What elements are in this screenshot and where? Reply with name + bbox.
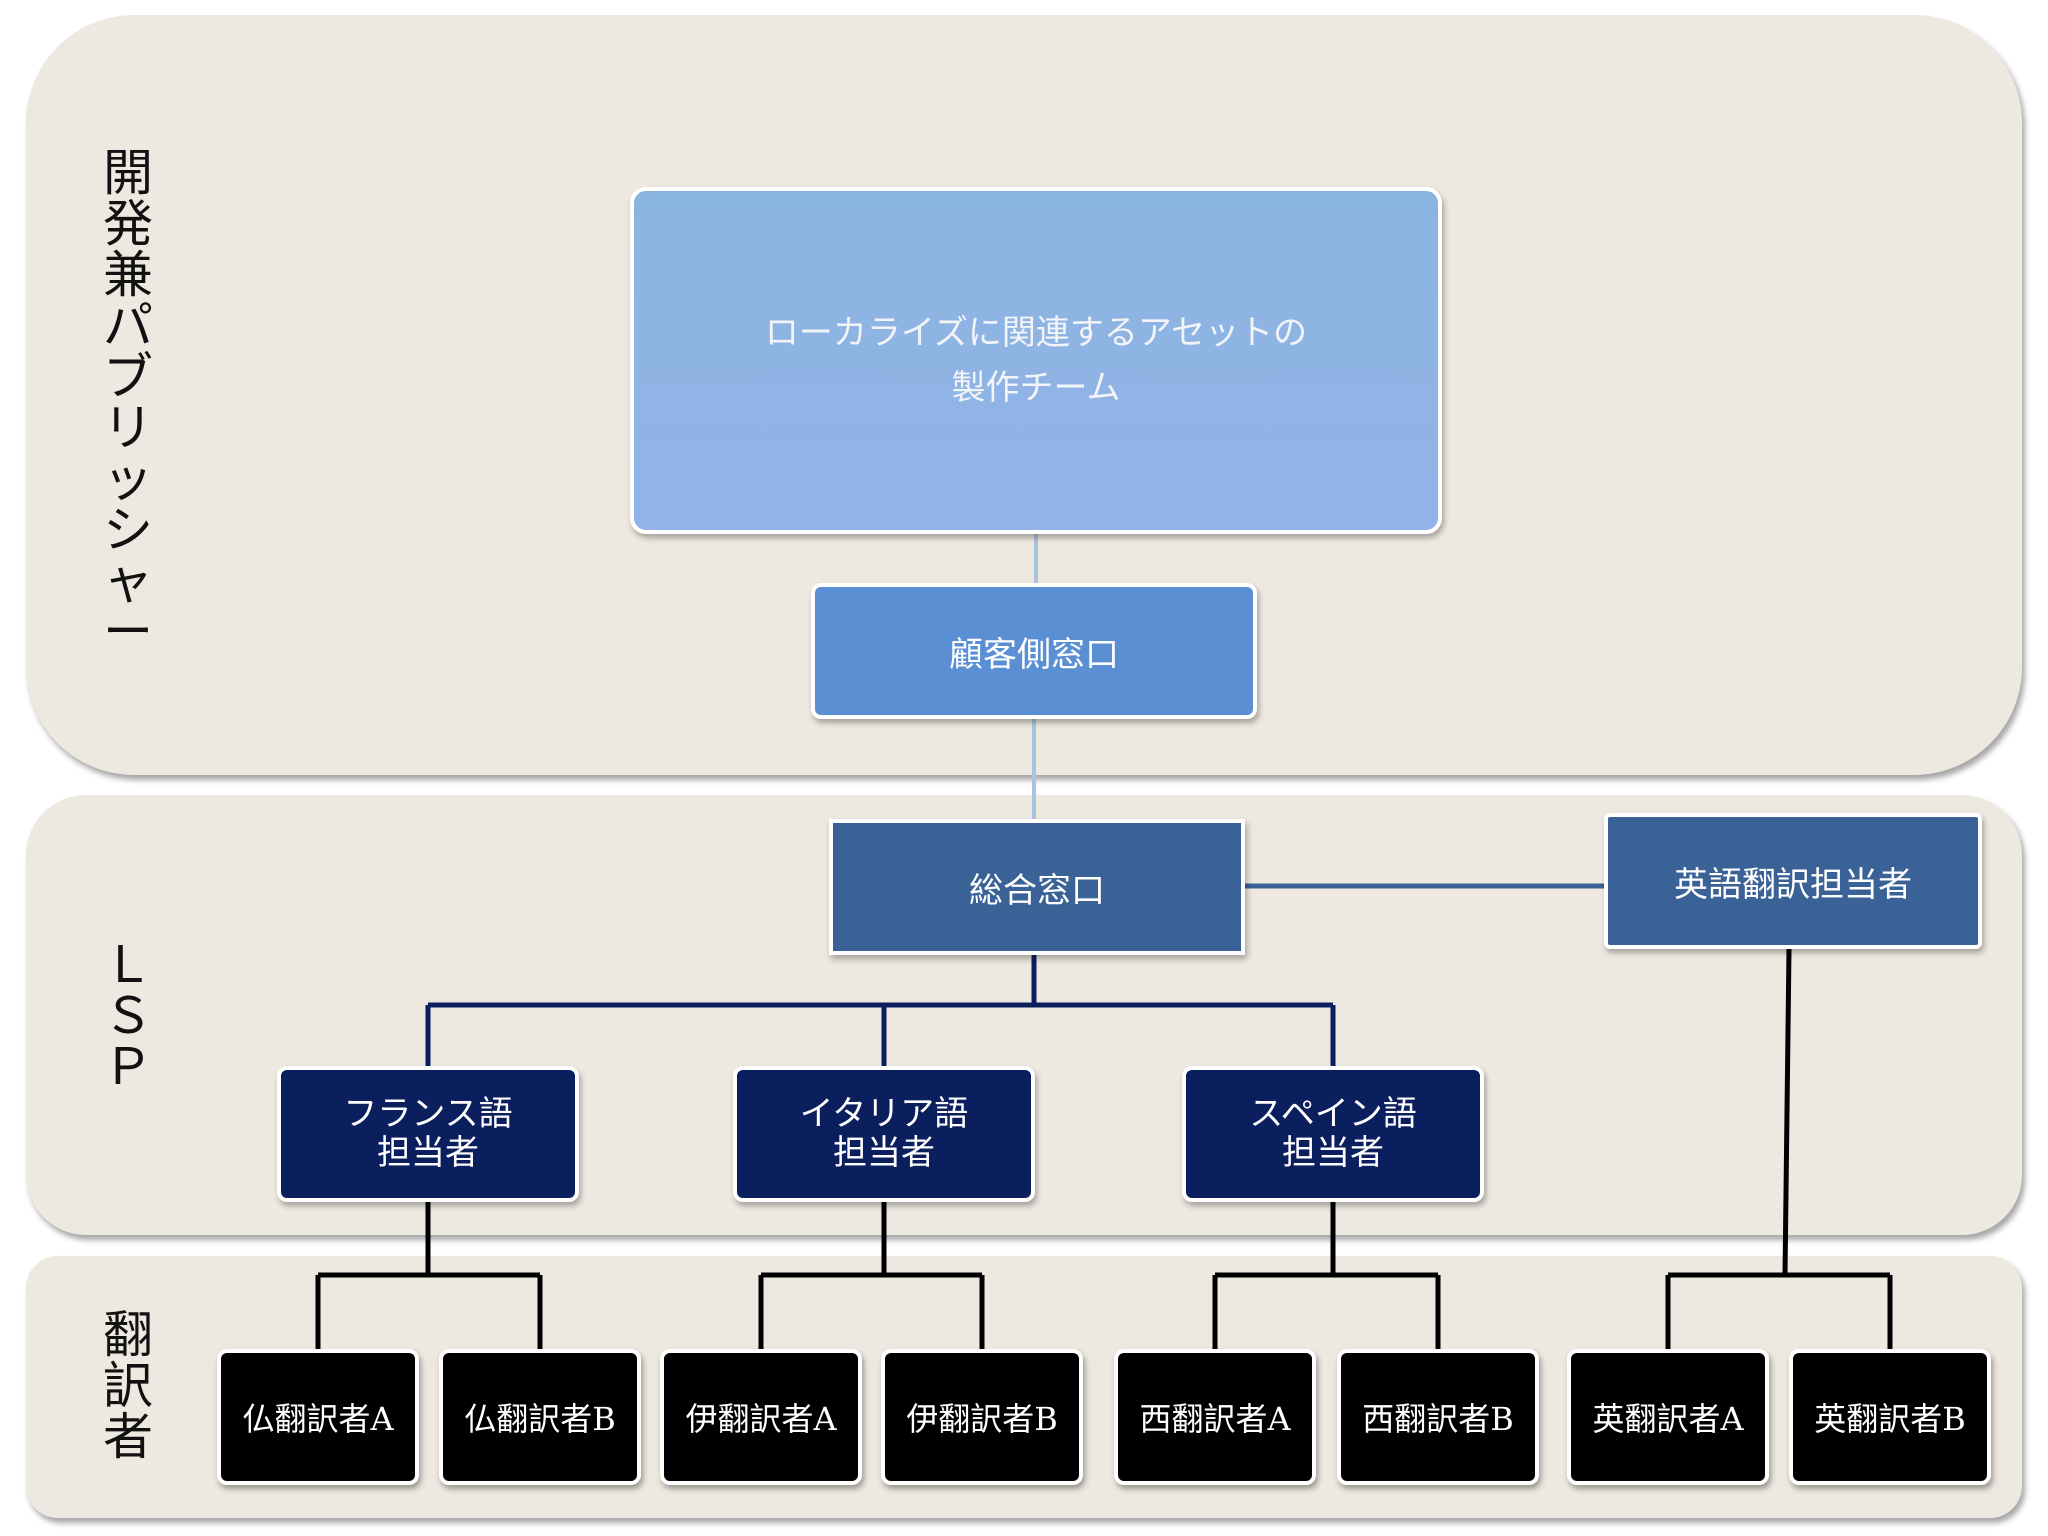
translator-node: 西翻訳者B	[1337, 1349, 1539, 1485]
asset-production-team-node: ローカライズに関連するアセットの 製作チーム	[630, 187, 1442, 534]
translator-node: 英翻訳者B	[1789, 1349, 1991, 1485]
italian-lead-node: イタリア語 担当者	[733, 1066, 1035, 1202]
translator-band-label: 翻訳者	[103, 1306, 153, 1466]
english-translation-lead-node: 英語翻訳担当者	[1604, 813, 1982, 949]
french-lead-node: フランス語 担当者	[277, 1066, 579, 1202]
translator-node: 英翻訳者A	[1567, 1349, 1769, 1485]
spanish-lead-node: スペイン語 担当者	[1182, 1066, 1484, 1202]
general-contact-node: 総合窓口	[829, 819, 1245, 955]
connector-italian-to-translators	[758, 1202, 985, 1349]
connector-english-to-translators	[1665, 948, 1893, 1349]
translator-node: 仏翻訳者B	[439, 1349, 641, 1485]
translator-node: 仏翻訳者A	[217, 1349, 419, 1485]
connector-hub-to-leads	[425, 955, 1336, 1066]
client-contact-node: 顧客側窓口	[811, 583, 1257, 719]
publisher-band-label: 開発兼パブリッシャー	[103, 144, 153, 661]
connector-french-to-translators	[315, 1202, 543, 1349]
connector-spanish-to-translators	[1212, 1202, 1441, 1349]
translator-node: 西翻訳者A	[1114, 1349, 1316, 1485]
translator-node: 伊翻訳者A	[660, 1349, 862, 1485]
translator-node: 伊翻訳者B	[881, 1349, 1083, 1485]
